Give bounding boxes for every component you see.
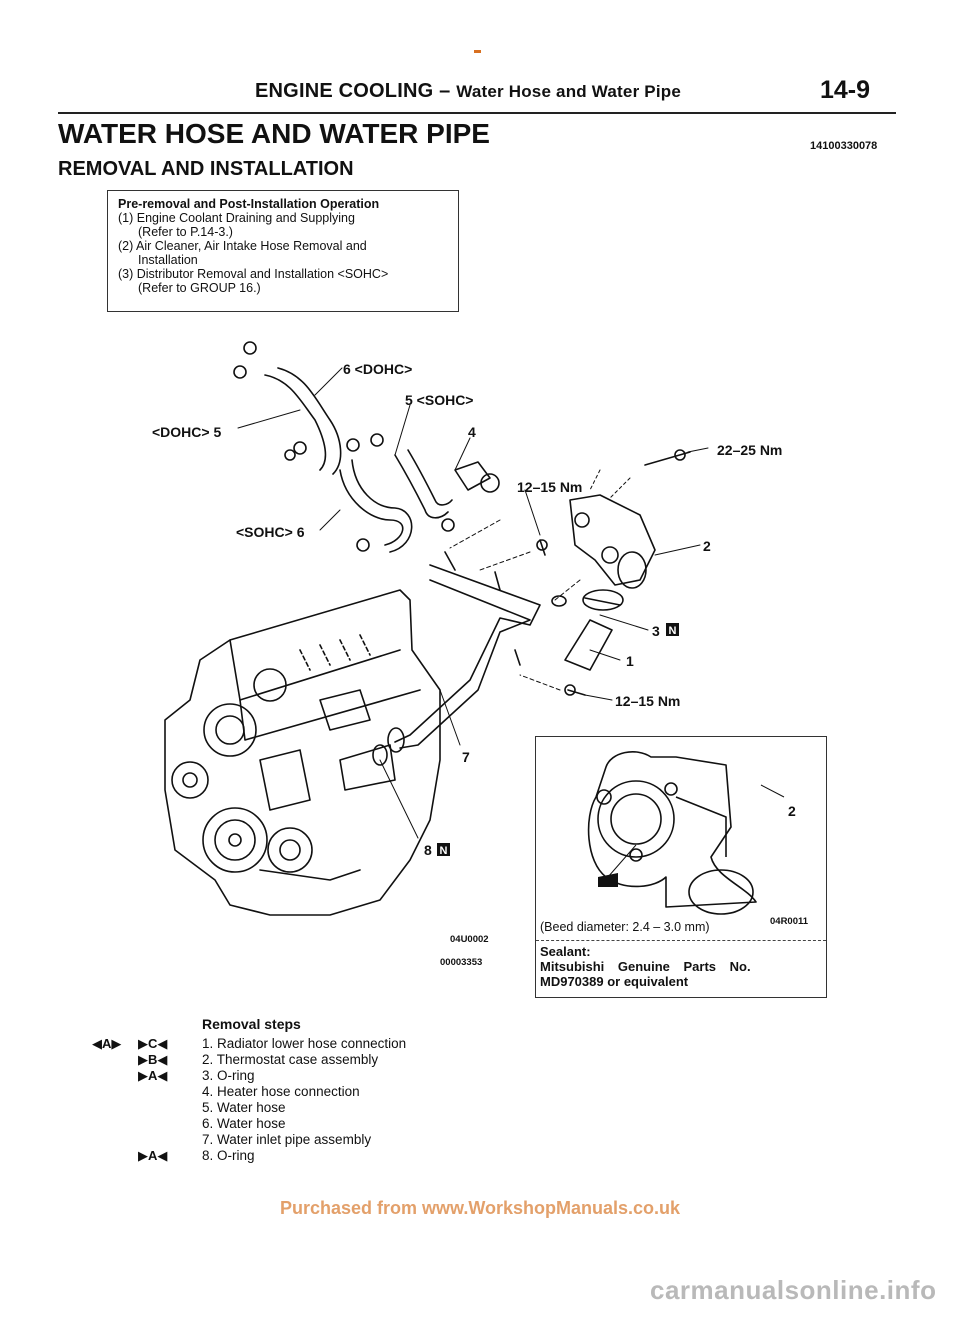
purchase-footer: Purchased from www.WorkshopManuals.co.uk — [279, 1198, 681, 1218]
running-header: ENGINE COOLING – Water Hose and Water Pi… — [255, 80, 681, 103]
sealant-spec: Sealant: Mitsubishi Genuine Parts No. MD… — [540, 944, 818, 989]
label-torque-12-15-bottom: 12–15 Nm — [615, 693, 680, 709]
water-hose-drawing — [264, 367, 453, 553]
exploded-diagram: 6 <DOHC> 5 <SOHC> <DOHC> 5 <SOHC> 6 4 22… — [152, 341, 782, 968]
removal-step: 6. Water hose — [202, 1116, 286, 1131]
removal-step: 1. Radiator lower hose connection — [202, 1036, 407, 1051]
header-accent-mark — [474, 50, 481, 53]
site-watermark: carmanualsonline.info — [650, 1275, 937, 1305]
removal-steps-title: Removal steps — [202, 1016, 301, 1032]
label-torque-12-15-top: 12–15 Nm — [517, 479, 582, 495]
n-badge-text: N — [440, 845, 448, 857]
service-mark-a-left: ◀A▶ — [92, 1036, 122, 1051]
pre-operation-line: (Refer to P.14-3.) — [138, 225, 233, 239]
bolt-drawing — [536, 449, 691, 696]
pre-operation-line: Installation — [138, 253, 198, 267]
thermostat-drawing — [551, 589, 624, 611]
label-8: 8 — [424, 842, 432, 858]
figure-code-2: 00003353 — [440, 957, 482, 968]
label-2: 2 — [703, 538, 711, 554]
label-sohc-6: <SOHC> 6 — [236, 524, 305, 540]
pre-operation-box: Pre-removal and Post-Installation Operat… — [107, 190, 459, 312]
n-badge-3: N — [666, 623, 679, 637]
sealant-line-2: MD970389 or equivalent — [540, 974, 689, 989]
water-inlet-pipe-drawing — [387, 551, 541, 753]
leader-lines — [237, 367, 709, 839]
header-subtitle: Water Hose and Water Pipe — [456, 82, 682, 101]
label-4: 4 — [468, 424, 476, 440]
section-title: REMOVAL AND INSTALLATION — [58, 158, 354, 180]
sealant-title: Sealant: — [540, 944, 591, 959]
radiator-hose-drawing — [564, 619, 613, 671]
thermostat-case-detail-drawing — [587, 751, 785, 915]
service-mark-a: ▶A◀ — [138, 1068, 168, 1083]
label-3: 3 — [652, 623, 660, 639]
inset-divider — [536, 940, 826, 941]
removal-step: 5. Water hose — [202, 1100, 286, 1115]
page-number: 14-9 — [820, 76, 871, 104]
bead-diameter-note: (Beed diameter: 2.4 – 3.0 mm) — [540, 920, 710, 934]
removal-step: 3. O-ring — [202, 1068, 255, 1083]
service-mark-a: ▶A◀ — [138, 1148, 168, 1163]
pre-operation-title: Pre-removal and Post-Installation Operat… — [118, 197, 380, 211]
thermostat-case-drawing — [569, 494, 656, 589]
label-5-sohc: 5 <SOHC> — [405, 392, 473, 408]
n-badge-text: N — [669, 625, 677, 637]
pre-operation-line: (2) Air Cleaner, Air Intake Hose Removal… — [118, 239, 367, 253]
header-separator: – — [433, 80, 457, 102]
sealant-inset-box: 2 — [535, 736, 827, 998]
document-id: 14100330078 — [810, 140, 878, 152]
header-title: ENGINE COOLING — [255, 80, 434, 102]
service-mark-c: ▶C◀ — [138, 1036, 168, 1051]
label-torque-22-25: 22–25 Nm — [717, 442, 782, 458]
engine-block-drawing — [164, 589, 441, 916]
o-ring-drawing — [372, 744, 388, 766]
label-1: 1 — [626, 653, 634, 669]
page-title: WATER HOSE AND WATER PIPE — [58, 118, 490, 149]
service-mark-b: ▶B◀ — [138, 1052, 168, 1067]
pre-operation-line: (3) Distributor Removal and Installation… — [118, 267, 389, 281]
pre-operation-line: (1) Engine Coolant Draining and Supplyin… — [118, 211, 355, 225]
hose-clamp-drawing — [233, 341, 455, 552]
removal-step: 7. Water inlet pipe assembly — [202, 1132, 372, 1147]
sealant-line-1: Mitsubishi Genuine Parts No. — [540, 959, 751, 974]
n-badge-8: N — [437, 843, 450, 857]
removal-step: 4. Heater hose connection — [202, 1084, 360, 1099]
inset-figure-code: 04R0011 — [770, 916, 809, 927]
removal-step: 2. Thermostat case assembly — [202, 1052, 379, 1067]
figure-code-1: 04U0002 — [450, 934, 489, 945]
header-rule — [58, 112, 896, 114]
removal-step: 8. O-ring — [202, 1148, 255, 1163]
label-7: 7 — [462, 749, 470, 765]
heater-hose-connection-drawing — [454, 461, 500, 493]
pre-operation-line: (Refer to GROUP 16.) — [138, 281, 261, 295]
label-6-dohc: 6 <DOHC> — [343, 361, 412, 377]
label-dohc-5: <DOHC> 5 — [152, 424, 221, 440]
inset-label-2: 2 — [788, 803, 796, 819]
